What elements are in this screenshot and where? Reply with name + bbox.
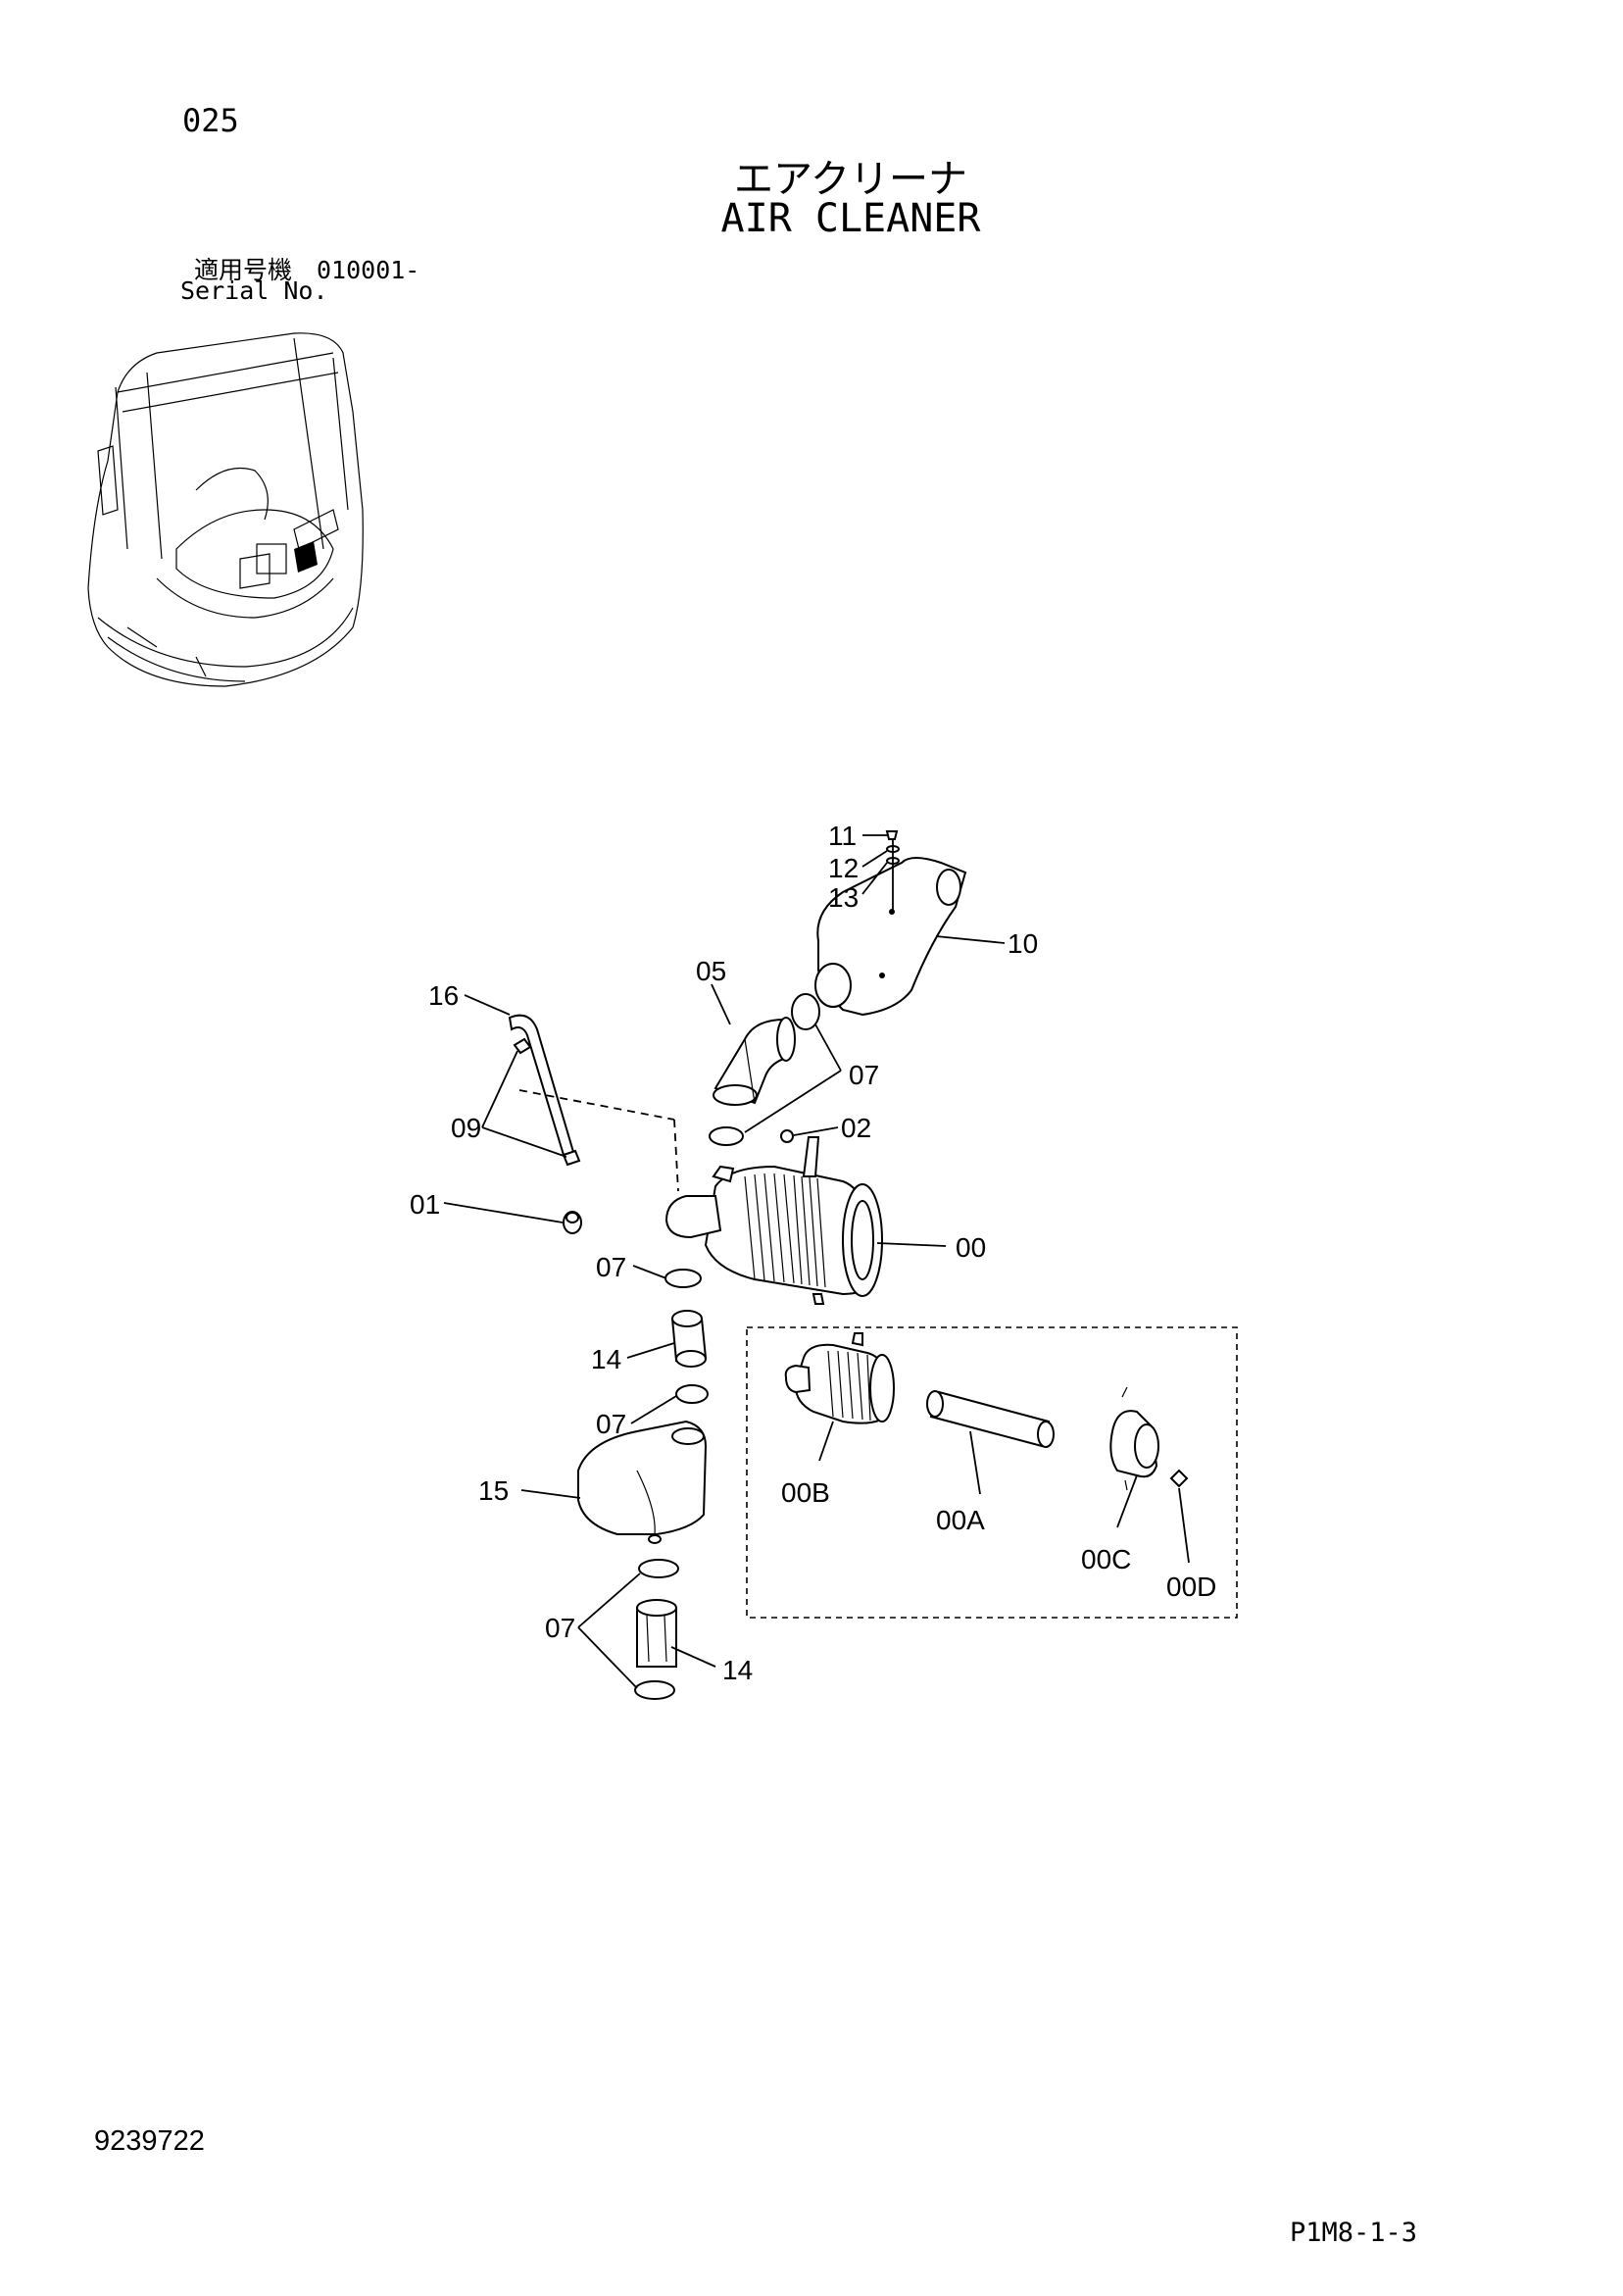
page-code: P1M8-1-3	[1290, 2218, 1418, 2248]
callout-00B: 00B	[781, 1477, 830, 1508]
part-07-hose-clamp-middle	[664, 1269, 702, 1288]
part-14-tube-lower	[636, 1599, 677, 1668]
part-09-clips	[513, 1037, 581, 1167]
part-05-elbow-hose	[713, 1017, 796, 1106]
part-01-valve	[563, 1211, 582, 1234]
part-00D-valve	[1169, 1469, 1189, 1488]
part-15-dust-cup	[577, 1420, 708, 1544]
document-number: 9239722	[94, 2125, 205, 2157]
callout-11: 11	[828, 821, 857, 851]
part-00A-filter-element	[926, 1390, 1055, 1448]
callout-07: 07	[545, 1613, 575, 1643]
part-07-hose-clamps-upper	[709, 993, 820, 1146]
title-english: AIR CLEANER	[720, 196, 981, 241]
callout-07: 07	[849, 1060, 879, 1090]
callout-02: 02	[841, 1113, 871, 1143]
machine-overview-illustration	[87, 332, 364, 687]
part-16-hose	[508, 1014, 575, 1157]
callout-00C: 00C	[1081, 1544, 1131, 1574]
part-02-bolt	[780, 1129, 794, 1143]
part-00-air-cleaner-body	[664, 1136, 883, 1305]
callout-13: 13	[828, 882, 859, 913]
callout-14: 14	[722, 1655, 753, 1685]
callout-05: 05	[696, 956, 726, 986]
callout-10: 10	[1008, 928, 1038, 959]
callout-00D: 00D	[1166, 1572, 1216, 1602]
part-14-tube-upper	[670, 1310, 708, 1368]
leader-lines	[443, 834, 1190, 1689]
callout-14: 14	[591, 1344, 621, 1374]
callout-labels: 11 12 13 10 05 16 07 09 02 01 00 07 14 0…	[410, 821, 1216, 1685]
callout-16: 16	[428, 980, 459, 1011]
serial-label-japanese: 適用号機 010001-	[194, 256, 420, 284]
part-10-intake-duct	[814, 857, 967, 1017]
part-07-hose-clamp-lower	[675, 1384, 709, 1404]
callout-09: 09	[451, 1113, 481, 1143]
callout-15: 15	[478, 1475, 509, 1506]
part-07-hose-clamps-bottom	[634, 1559, 679, 1700]
callout-12: 12	[828, 853, 859, 883]
serial-label-english: Serial No.	[180, 276, 328, 305]
callout-00: 00	[956, 1232, 986, 1263]
callout-00A: 00A	[936, 1505, 985, 1535]
callout-07: 07	[596, 1409, 626, 1439]
part-00B-housing	[784, 1332, 895, 1424]
callout-01: 01	[410, 1189, 440, 1220]
page-number: 025	[182, 102, 239, 139]
part-00C-cover	[1109, 1386, 1159, 1491]
part-11-13-bolt-stack	[885, 830, 900, 910]
title-japanese: エアクリーナ	[734, 157, 967, 202]
callout-07: 07	[596, 1252, 626, 1282]
subassembly-frame	[746, 1326, 1238, 1619]
